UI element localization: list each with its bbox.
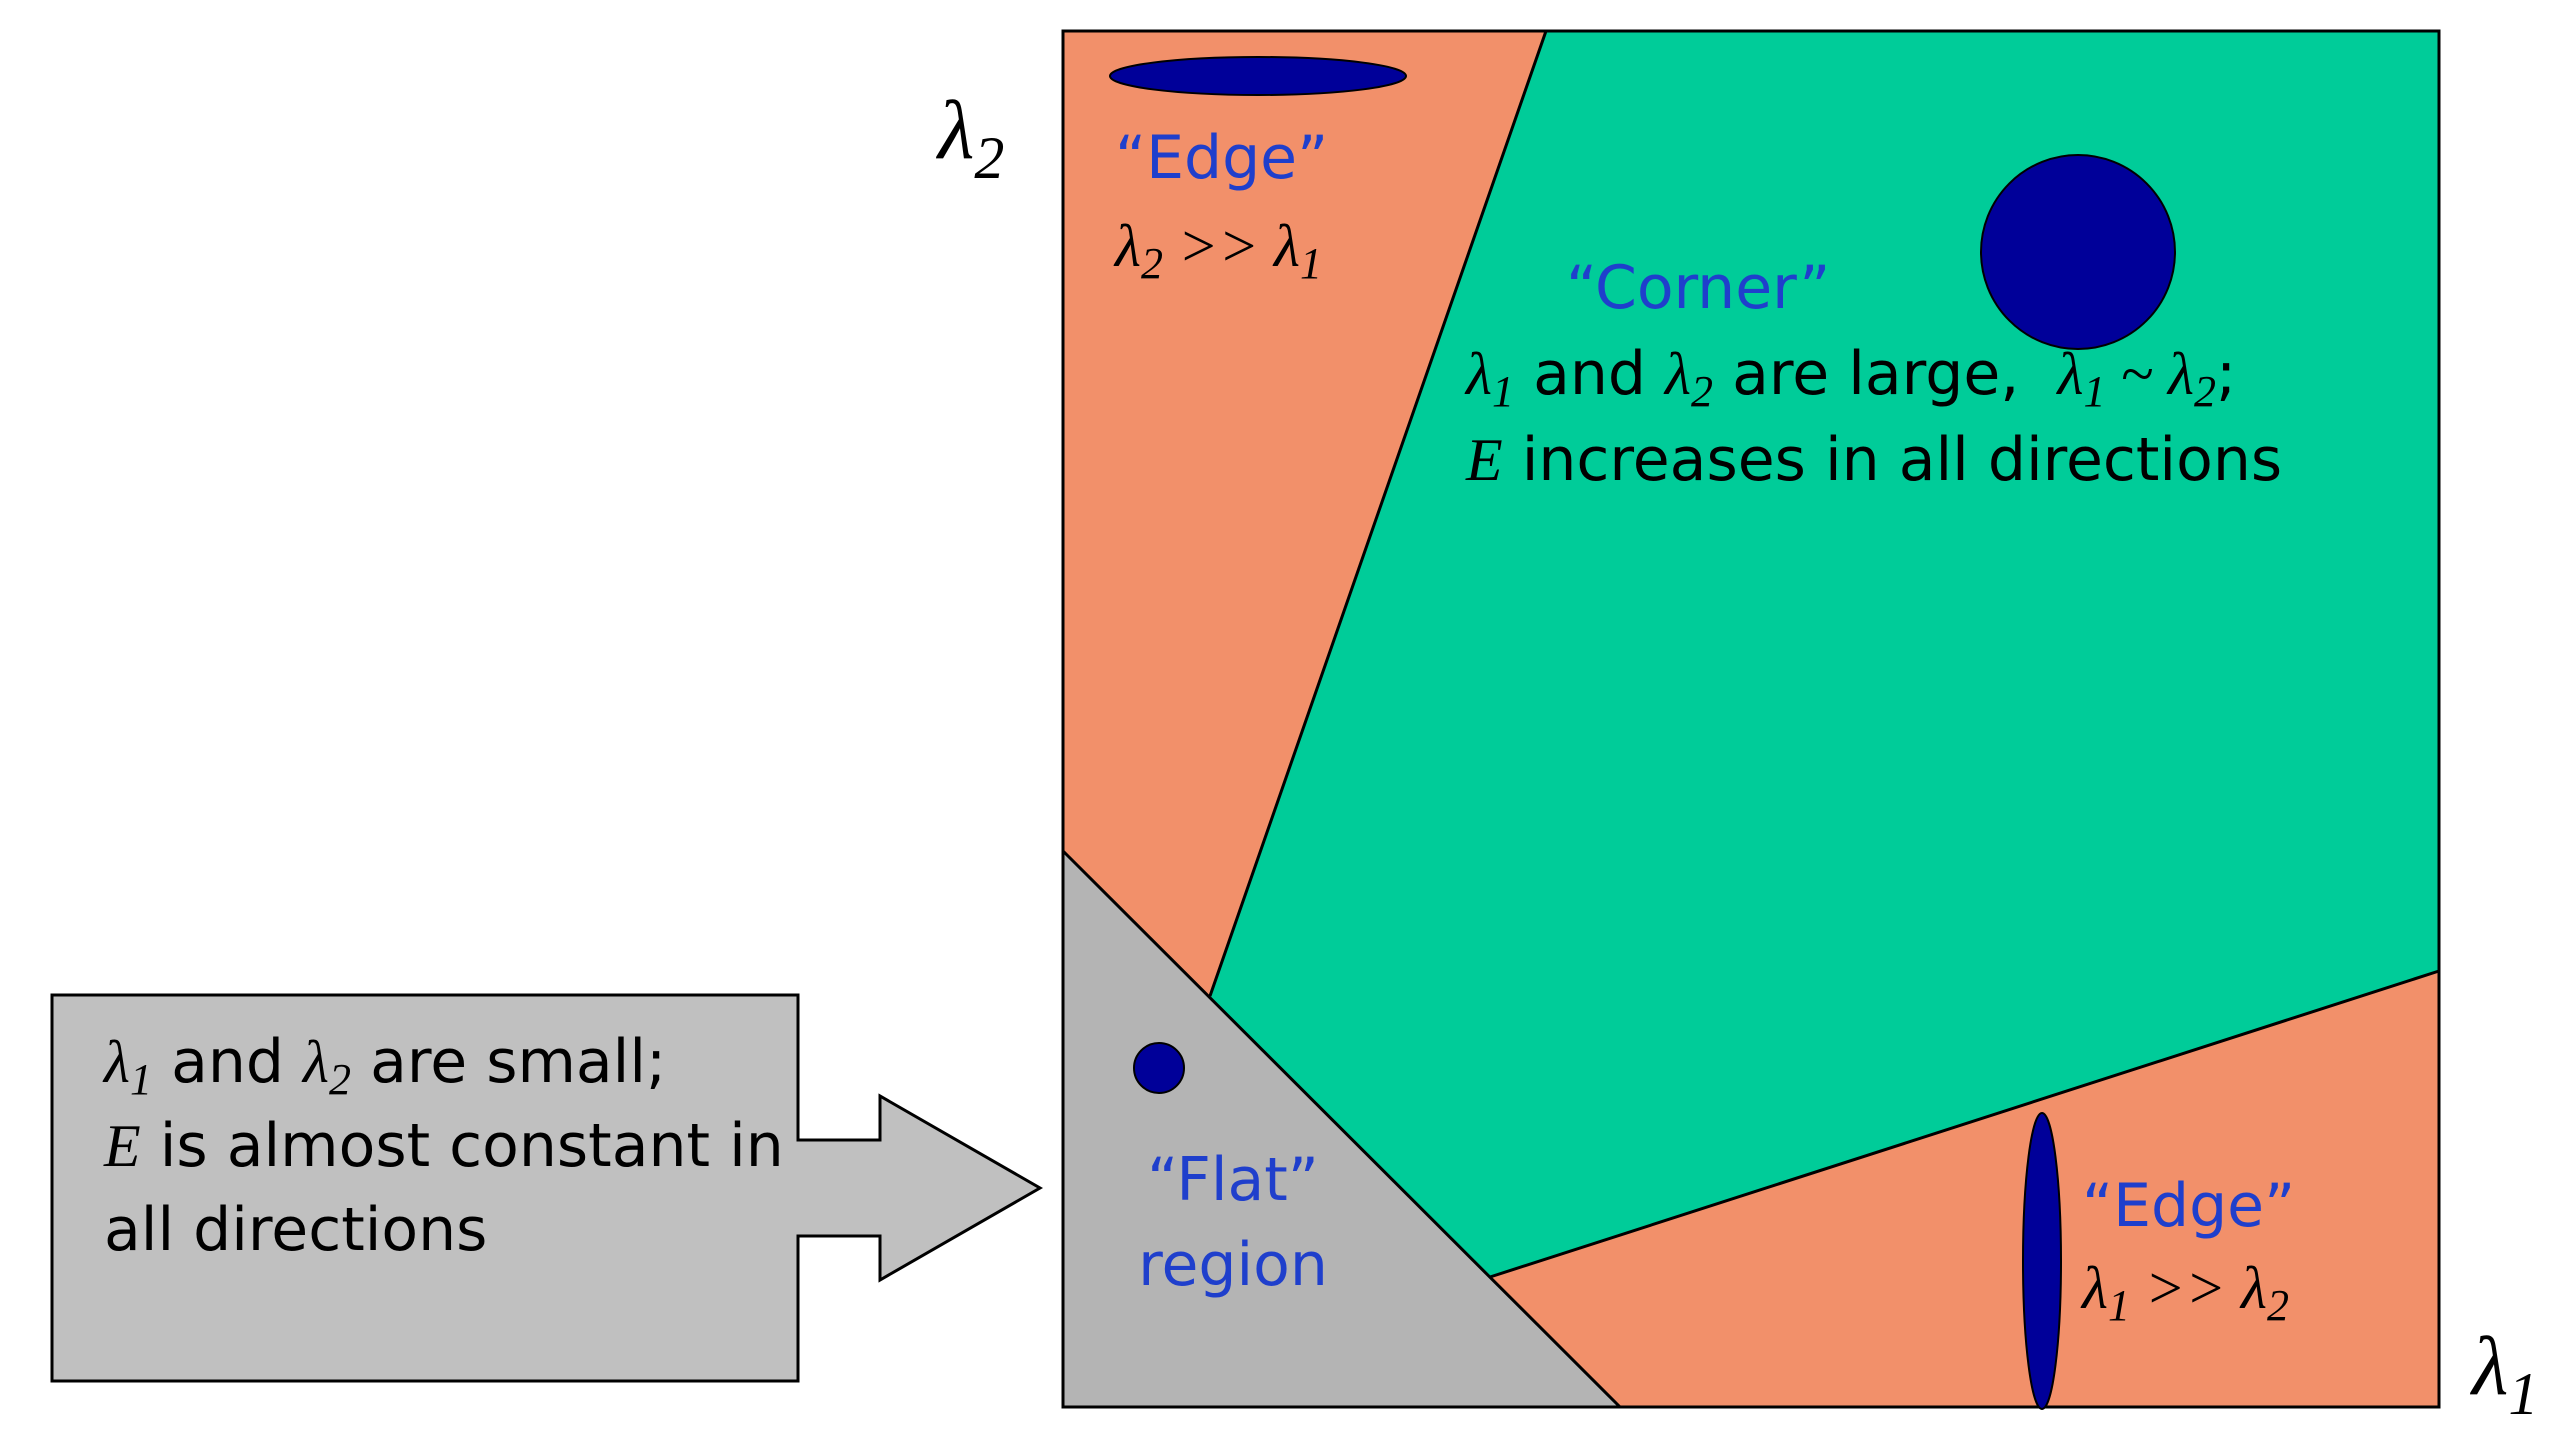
corner-circle (1980, 154, 2176, 350)
edge-vertical-ellipse (2022, 1112, 2062, 1410)
edge-corner-boundary-bottom (1489, 969, 2440, 1279)
edge-top-title: “Edge” (1115, 123, 1328, 193)
callout-arrow (50, 993, 1044, 1383)
edge-bottom-title: “Edge” (2082, 1171, 2295, 1241)
edge-top-relation: λ2 >> λ1 (1113, 213, 1322, 288)
flat-small-circle (1133, 1042, 1185, 1094)
x-axis-label: λ1 (2469, 1320, 2538, 1427)
y-axis-label: λ2 (935, 84, 1004, 191)
corner-region (1210, 31, 2439, 1277)
callout-line2: E is almost constant in (103, 1111, 784, 1181)
corner-title: “Corner” (1566, 253, 1830, 323)
flat-boundary (1061, 849, 1622, 1409)
corner-line1: λ1 and λ2 are large, λ1 ~ λ2; (1464, 339, 2236, 416)
flat-title-line1: “Flat” (1147, 1145, 1319, 1215)
flat-title-line2: region (1138, 1230, 1328, 1300)
edge-horizontal-ellipse (1109, 56, 1407, 96)
corner-line2: E increases in all directions (1465, 425, 2282, 495)
callout-line3: all directions (104, 1195, 487, 1265)
callout-line1: λ1 and λ2 are small; (102, 1027, 666, 1104)
plot-frame (1061, 29, 2441, 1409)
edge-bottom-relation: λ1 >> λ2 (2080, 1255, 2289, 1330)
edge-corner-boundary-top (1208, 30, 1548, 997)
